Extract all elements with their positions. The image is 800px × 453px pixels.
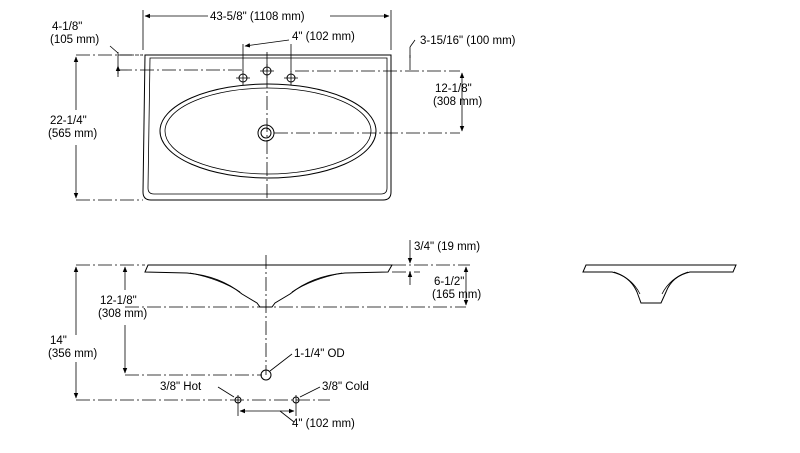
basin-outline bbox=[159, 83, 377, 179]
hot-label: 3/8" Hot bbox=[160, 381, 202, 393]
outlet-circle bbox=[260, 369, 272, 381]
faucet-spread-label: 4" (102 mm) bbox=[292, 31, 355, 43]
cold-label: 3/8" Cold bbox=[322, 381, 369, 393]
deck-to-supplies-label-1: 14" bbox=[50, 335, 67, 347]
top-outline bbox=[142, 54, 392, 201]
deck-to-supplies-label-2: (356 mm) bbox=[48, 348, 97, 360]
overall-depth-label-1: 22-1/4" bbox=[50, 115, 87, 127]
supply-spread-label: 4" (102 mm) bbox=[292, 418, 355, 430]
bowl-depth-label-1: 6-1/2" bbox=[434, 276, 464, 288]
front-to-faucet-label-1: 4-1/8" bbox=[52, 21, 82, 33]
faucet-to-drain-label-1: 12-1/8" bbox=[435, 83, 472, 95]
bowl-depth-label-2: (165 mm) bbox=[432, 289, 481, 301]
faucet-to-back-label: 3-15/16" (100 mm) bbox=[420, 35, 516, 47]
overall-width-label: 43-5/8" (1108 mm) bbox=[210, 11, 305, 23]
front-to-faucet-label-2: (105 mm) bbox=[50, 34, 99, 46]
front-profile bbox=[144, 264, 393, 308]
overall-depth-label-2: (565 mm) bbox=[48, 128, 97, 140]
drain-circle bbox=[257, 124, 275, 142]
side-profile bbox=[582, 264, 737, 304]
drain-to-outlet-label-1: 12-1/8" bbox=[100, 295, 137, 307]
top-view: 43-5/8" (1108 mm) 4" (102 mm) 4-1/8" (10… bbox=[48, 10, 516, 201]
side-profile-view bbox=[582, 264, 737, 304]
deck-thickness-label: 3/4" (19 mm) bbox=[414, 241, 480, 253]
faucet-to-drain-label-2: (308 mm) bbox=[433, 96, 482, 108]
front-view: 1-1/4" OD 3/8" Hot 3/8" Cold 4" (102 mm)… bbox=[48, 240, 481, 430]
outlet-label: 1-1/4" OD bbox=[294, 348, 345, 360]
drain-to-outlet-label-2: (308 mm) bbox=[98, 308, 147, 320]
